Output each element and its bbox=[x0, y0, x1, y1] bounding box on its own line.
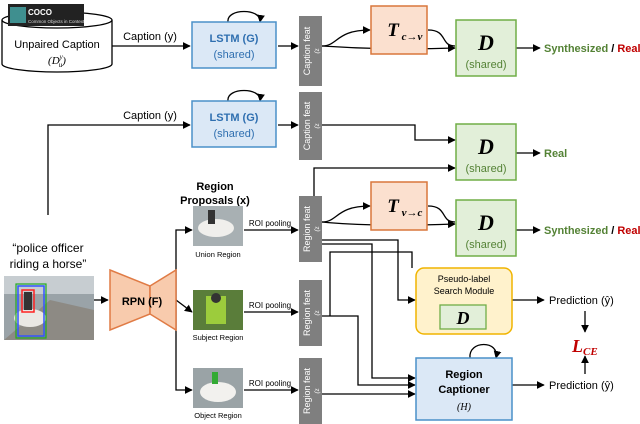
pseudo-d-letter: D bbox=[456, 308, 470, 328]
caption-label-1: Caption (y) bbox=[123, 31, 177, 43]
d3-letter: D bbox=[477, 210, 494, 235]
d1-letter: D bbox=[477, 30, 494, 55]
arrow-feats-captioner bbox=[322, 315, 416, 389]
rpn-block: RPN (F) bbox=[109, 268, 177, 332]
arrow-tcv-d1 bbox=[427, 29, 456, 47]
lstm-1-sub: (shared) bbox=[214, 49, 255, 61]
arrow-rpn-subject bbox=[175, 299, 193, 313]
region-feat-object-symbol: (z bbox=[313, 388, 321, 393]
arrow-rpn-union bbox=[175, 226, 193, 300]
caption-feat-2-symbol: (z bbox=[313, 123, 321, 128]
region-proposals-line1: Region bbox=[196, 181, 234, 193]
prediction-1: Prediction (ŷ) bbox=[549, 295, 614, 307]
bbox-union bbox=[15, 283, 47, 339]
caption-feat-1: Caption feat (z bbox=[299, 16, 322, 86]
d2-sub: (shared) bbox=[466, 163, 507, 175]
lstm-2-sub: (shared) bbox=[214, 128, 255, 140]
discriminator-3: D (shared) bbox=[455, 199, 517, 257]
subject-region-label: Subject Region bbox=[193, 333, 244, 342]
lstm-2-title: LSTM (G) bbox=[210, 112, 259, 124]
arrow-feats-pseudo bbox=[329, 251, 413, 316]
coco-logo-subtext: Common Objects in Context bbox=[28, 19, 85, 24]
region-feat-subject: Region feat (z bbox=[299, 280, 322, 346]
captioner-line3: (H) bbox=[457, 402, 472, 413]
rpn-label: RPN (F) bbox=[122, 296, 163, 308]
t-cv-sub: c→v bbox=[402, 31, 423, 43]
object-region-label: Object Region bbox=[194, 411, 242, 420]
region-feat-union: Region feat (z bbox=[299, 196, 322, 262]
object-region-thumb bbox=[193, 368, 243, 408]
roi-pooling-2: ROI pooling bbox=[249, 301, 291, 310]
roi-pooling-3: ROI pooling bbox=[249, 379, 291, 388]
region-feat-subject-label: Region feat bbox=[302, 289, 312, 336]
t-vc-letter: T bbox=[387, 196, 400, 217]
caption-feat-2-label: Caption feat bbox=[302, 101, 312, 150]
output-1: Synthesized / Real bbox=[544, 43, 640, 55]
region-feat-subject-symbol: (z bbox=[313, 310, 321, 315]
t-cv-letter: T bbox=[387, 20, 400, 41]
caption-label-2: Caption (y) bbox=[123, 110, 177, 122]
caption-feat-2: Caption feat (z bbox=[299, 92, 322, 160]
captioner-line2: Captioner bbox=[438, 384, 490, 396]
loop-captioner bbox=[469, 344, 502, 359]
lstm-box-1: LSTM (G) (shared) bbox=[191, 21, 277, 69]
coco-logo-text: COCO bbox=[28, 8, 52, 17]
pseudo-line2: Search Module bbox=[434, 286, 495, 296]
input-image bbox=[4, 276, 94, 340]
quote-line-2: riding a horse” bbox=[10, 257, 87, 271]
lstm-box-2: LSTM (G) (shared) bbox=[191, 100, 277, 148]
arrow-feat2-d2 bbox=[322, 124, 456, 144]
loop-lstm2 bbox=[227, 89, 265, 102]
transform-c-to-v: T c→v bbox=[370, 5, 428, 55]
bbox-object bbox=[17, 285, 45, 337]
roi-pooling-1: ROI pooling bbox=[249, 219, 291, 228]
loop-lstm1 bbox=[227, 10, 265, 23]
t-vc-sub: v→c bbox=[402, 207, 423, 219]
arrow-rpn-object bbox=[175, 300, 193, 394]
pseudo-d-box bbox=[439, 304, 487, 330]
d2-letter: D bbox=[477, 134, 494, 159]
coco-logo-mark bbox=[10, 7, 26, 23]
captioner-line1: Region bbox=[445, 369, 483, 381]
arrow-tvc-d3 bbox=[427, 205, 456, 223]
arrow-feat1-tcv bbox=[321, 26, 371, 47]
arrow-featu-tvc bbox=[321, 202, 371, 223]
bbox-subject bbox=[21, 289, 35, 313]
region-feat-union-symbol: (z bbox=[313, 226, 321, 231]
region-feat-object-label: Region feat bbox=[302, 367, 312, 414]
region-proposals-line2: Proposals (x) bbox=[180, 195, 250, 207]
arrow-featu-d2 bbox=[313, 164, 456, 200]
quote-line-1: “police officer bbox=[12, 241, 83, 255]
caption-feat-1-symbol: (z bbox=[313, 48, 321, 53]
output-3: Synthesized / Real bbox=[544, 225, 640, 237]
arrow-featu-captioner bbox=[322, 243, 416, 382]
database-title: Unpaired Caption bbox=[14, 39, 100, 51]
discriminator-2: D (shared) bbox=[455, 123, 517, 181]
region-feat-union-label: Region feat bbox=[302, 205, 312, 252]
pseudo-label-module: Pseudo-label Search Module D bbox=[415, 267, 513, 335]
region-feat-object: Region feat (z bbox=[299, 358, 322, 424]
union-region-thumb bbox=[193, 206, 243, 246]
lstm-1-title: LSTM (G) bbox=[210, 33, 259, 45]
union-region-label: Union Region bbox=[195, 250, 240, 259]
d3-sub: (shared) bbox=[466, 239, 507, 251]
d1-sub: (shared) bbox=[466, 59, 507, 71]
transform-v-to-c: T v→c bbox=[370, 181, 428, 231]
arrow-image-lstm2 bbox=[47, 121, 191, 215]
pseudo-line1: Pseudo-label bbox=[438, 274, 491, 284]
subject-region-thumb bbox=[193, 290, 243, 330]
caption-feat-1-label: Caption feat bbox=[302, 26, 312, 75]
arrow-featu-pseudo bbox=[322, 239, 416, 304]
unpaired-caption-database: COCO Common Objects in Context Unpaired … bbox=[1, 4, 113, 73]
output-2: Real bbox=[544, 148, 567, 160]
prediction-2: Prediction (ŷ) bbox=[549, 380, 614, 392]
connectors bbox=[47, 10, 589, 398]
loss-ce: LCE bbox=[571, 336, 598, 358]
region-captioner: Region Captioner (H) bbox=[415, 357, 513, 421]
discriminator-1: D (shared) bbox=[455, 19, 517, 77]
coco-logo bbox=[8, 4, 84, 26]
